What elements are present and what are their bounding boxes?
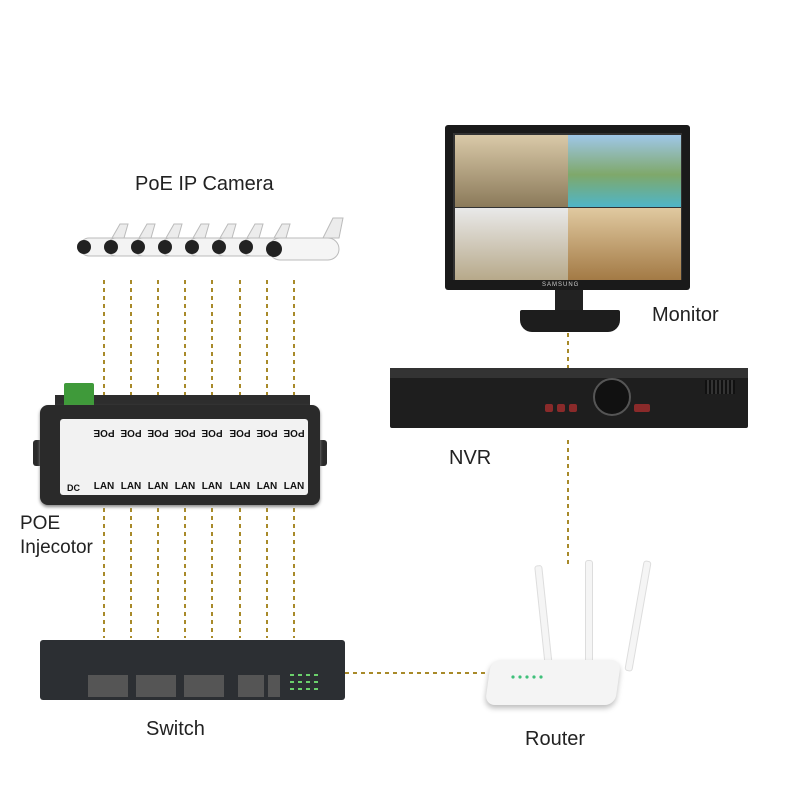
poe-port-label: POE xyxy=(174,427,196,438)
power-terminal xyxy=(64,383,94,407)
poe-port-label: POE xyxy=(120,427,142,438)
lan-port-label: LAN xyxy=(256,481,278,492)
monitor-brand: SAMSUNG xyxy=(542,282,580,288)
poe-port-label: POE xyxy=(256,427,278,438)
poe-port-label: POE xyxy=(147,427,169,438)
poe-port-label: POE xyxy=(201,427,223,438)
switch-label: Switch xyxy=(146,718,205,740)
lan-port-label: LAN xyxy=(201,481,223,492)
dc-label: DC xyxy=(67,483,80,493)
poe-port-label: POE xyxy=(229,427,251,438)
poe-port-label: POE xyxy=(283,427,305,438)
poe-injector-label-line2: Injecotor xyxy=(20,537,93,558)
lan-port-label: LAN xyxy=(93,481,115,492)
lan-port-label: LAN xyxy=(283,481,305,492)
lan-port-label: LAN xyxy=(229,481,251,492)
lan-port-label: LAN xyxy=(174,481,196,492)
monitor-label: Monitor xyxy=(652,304,719,326)
router-label: Router xyxy=(525,728,586,750)
poe-port-label: POE xyxy=(93,427,115,438)
nvr-label: NVR xyxy=(449,447,492,469)
lan-port-label: LAN xyxy=(120,481,142,492)
camera-label: PoE IP Camera xyxy=(135,173,274,195)
poe-injector-label-line1: POE xyxy=(20,513,61,534)
lan-port-label: LAN xyxy=(147,481,169,492)
